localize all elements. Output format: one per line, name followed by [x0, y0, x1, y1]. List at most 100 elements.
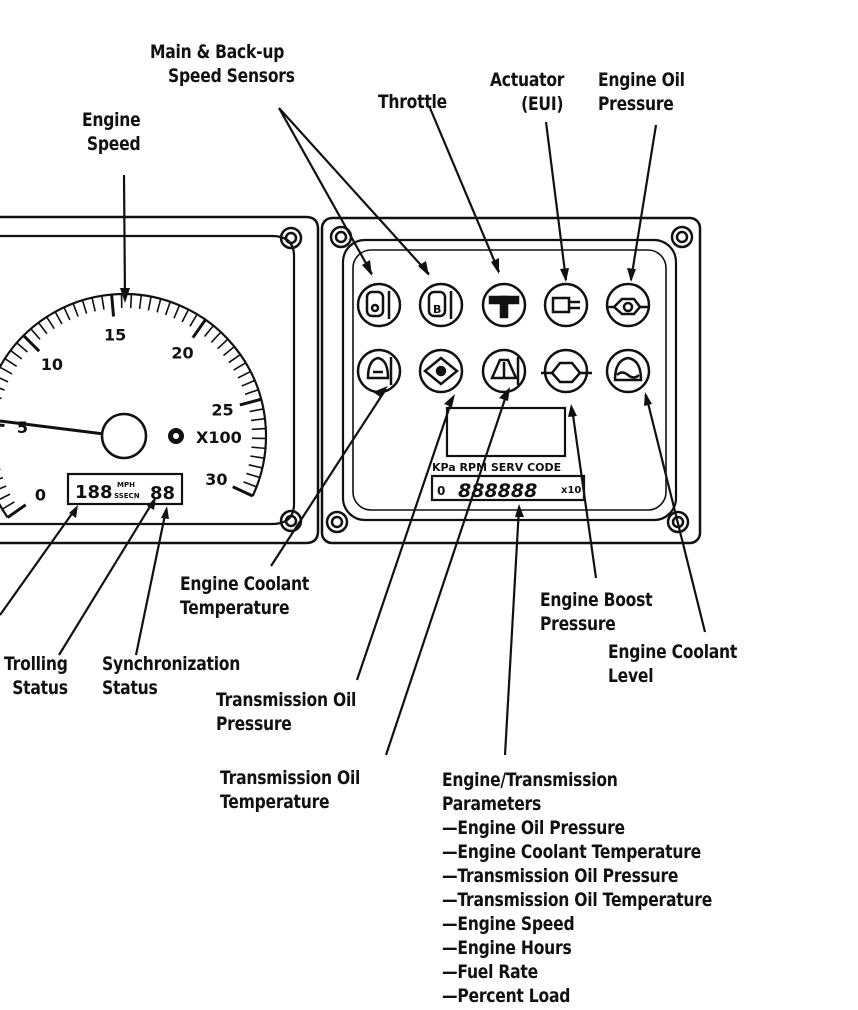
tachometer-tick: [211, 332, 221, 342]
tachometer-tick: [246, 473, 259, 477]
tach-lcd-mid-top: MPH: [117, 481, 135, 489]
transmission-oil-pressure-lamp-icon: [420, 350, 462, 392]
tachometer-tick: [250, 456, 264, 458]
tachometer-tick: [174, 305, 179, 318]
tachometer-scale-label: 15: [104, 325, 126, 344]
tachometer-tick: [8, 505, 26, 518]
display-units-row: KPa RPM SERV CODE: [432, 461, 561, 474]
tachometer-tick: [148, 297, 151, 311]
tachometer-tick: [73, 303, 78, 316]
throttle-lamp-icon: [483, 284, 525, 326]
tachometer-scale-label: 10: [41, 355, 63, 374]
display-digits: 888888: [458, 480, 537, 502]
tachometer-tick: [193, 320, 206, 338]
tachometer-scale-label: 5: [17, 418, 28, 437]
tachometer-tick: [31, 329, 40, 340]
tachometer-needle: [0, 421, 104, 434]
tach-multiplier: X100: [196, 428, 242, 447]
tachometer-tick: [205, 326, 214, 337]
tachometer-tick: [17, 343, 28, 352]
actuator-lamp-icon: [545, 284, 587, 326]
transmission-oil-temperature-lamp-icon: [483, 350, 525, 392]
display-multiplier: x10: [561, 485, 581, 496]
parameter-item: —Fuel Rate: [442, 960, 712, 984]
backup-speed-sensor-lamp-icon: B: [420, 284, 462, 326]
tachometer-scale-label: 20: [171, 343, 193, 362]
tachometer-scale-label: 25: [211, 401, 233, 420]
lcd-window: [447, 408, 565, 456]
tachometer-tick: [0, 424, 4, 426]
tachometer-tick: [140, 295, 142, 309]
tach-lcd-mid-bottom: SSECN: [114, 492, 140, 500]
tachometer-tick: [251, 419, 265, 421]
tachometer-tick: [55, 312, 62, 324]
tachometer-tick: [252, 447, 266, 448]
svg-text:B: B: [433, 303, 441, 316]
tachometer-tick: [64, 307, 70, 320]
tachometer-tick: [47, 317, 55, 329]
tachometer-tick: [166, 302, 171, 315]
tachometer-tick: [0, 367, 12, 374]
tachometer-tick: [218, 339, 228, 349]
tachometer-tick: [0, 394, 2, 398]
parameter-item: —Engine Speed: [442, 912, 712, 936]
tachometer-tick: [249, 465, 263, 468]
tachometer-tick: [82, 300, 86, 313]
tachometer-tick: [0, 494, 10, 500]
tachometer-tick: [2, 502, 14, 509]
tachometer-tick: [92, 298, 95, 312]
parameter-item: —Engine Hours: [442, 936, 712, 960]
tachometer-tick: [112, 295, 114, 317]
tachometer-tick: [182, 309, 188, 321]
engine-boost-pressure-lamp-icon: [541, 350, 592, 392]
tachometer-hub: [102, 414, 146, 458]
parameter-item: —Transmission Oil Temperature: [442, 888, 712, 912]
tachometer-tick: [0, 486, 6, 491]
tachometer-tick: [223, 347, 234, 356]
engine-oil-pressure-lamp-icon: [607, 284, 649, 326]
tachometer-tick: [0, 478, 3, 483]
engine-coolant-level-lamp-icon: [607, 350, 649, 392]
tachometer-tick: [243, 482, 256, 487]
tachometer-tick: [245, 390, 258, 395]
label-actuator: Actuator(EUI): [490, 68, 564, 116]
tachometer-tick: [234, 363, 246, 370]
main-speed-sensor-lamp-icon: [358, 284, 400, 326]
tachometer-tick: [0, 385, 5, 390]
parameter-item: —Percent Load: [442, 984, 712, 1008]
tachometer-scale-label: 30: [205, 470, 227, 489]
tachometer-tick: [39, 323, 47, 334]
label-parameters-list: Engine/Transmission Parameters —Engine O…: [442, 768, 712, 1008]
tach-lcd-left: 188: [75, 482, 113, 503]
hour-meter-icon: [168, 428, 184, 444]
display-prefix: 0: [437, 484, 445, 498]
parameter-item: —Transmission Oil Pressure: [442, 864, 712, 888]
tachometer-tick: [240, 399, 261, 405]
tachometer-tick: [0, 376, 8, 382]
tachometer-tick: [102, 296, 104, 310]
tachometer-tick: [190, 314, 197, 326]
tachometer-tick: [233, 487, 253, 496]
tachometer-tick: [5, 359, 17, 367]
tachometer-tick: [131, 294, 132, 308]
parameter-item: —Engine Coolant Temperature: [442, 840, 712, 864]
tachometer-tick: [157, 299, 161, 313]
engine-coolant-temperature-lamp-icon: [358, 350, 400, 392]
tachometer-tick: [229, 355, 240, 363]
tachometer-tick: [11, 351, 22, 359]
tachometer-tick: [238, 372, 250, 378]
tachometer-scale-label: 0: [35, 486, 46, 505]
tachometer-tick: [24, 336, 40, 352]
label-throttle: Throttle: [378, 90, 447, 114]
tachometer-tick: [250, 409, 264, 412]
tachometer-tick: [242, 381, 255, 386]
